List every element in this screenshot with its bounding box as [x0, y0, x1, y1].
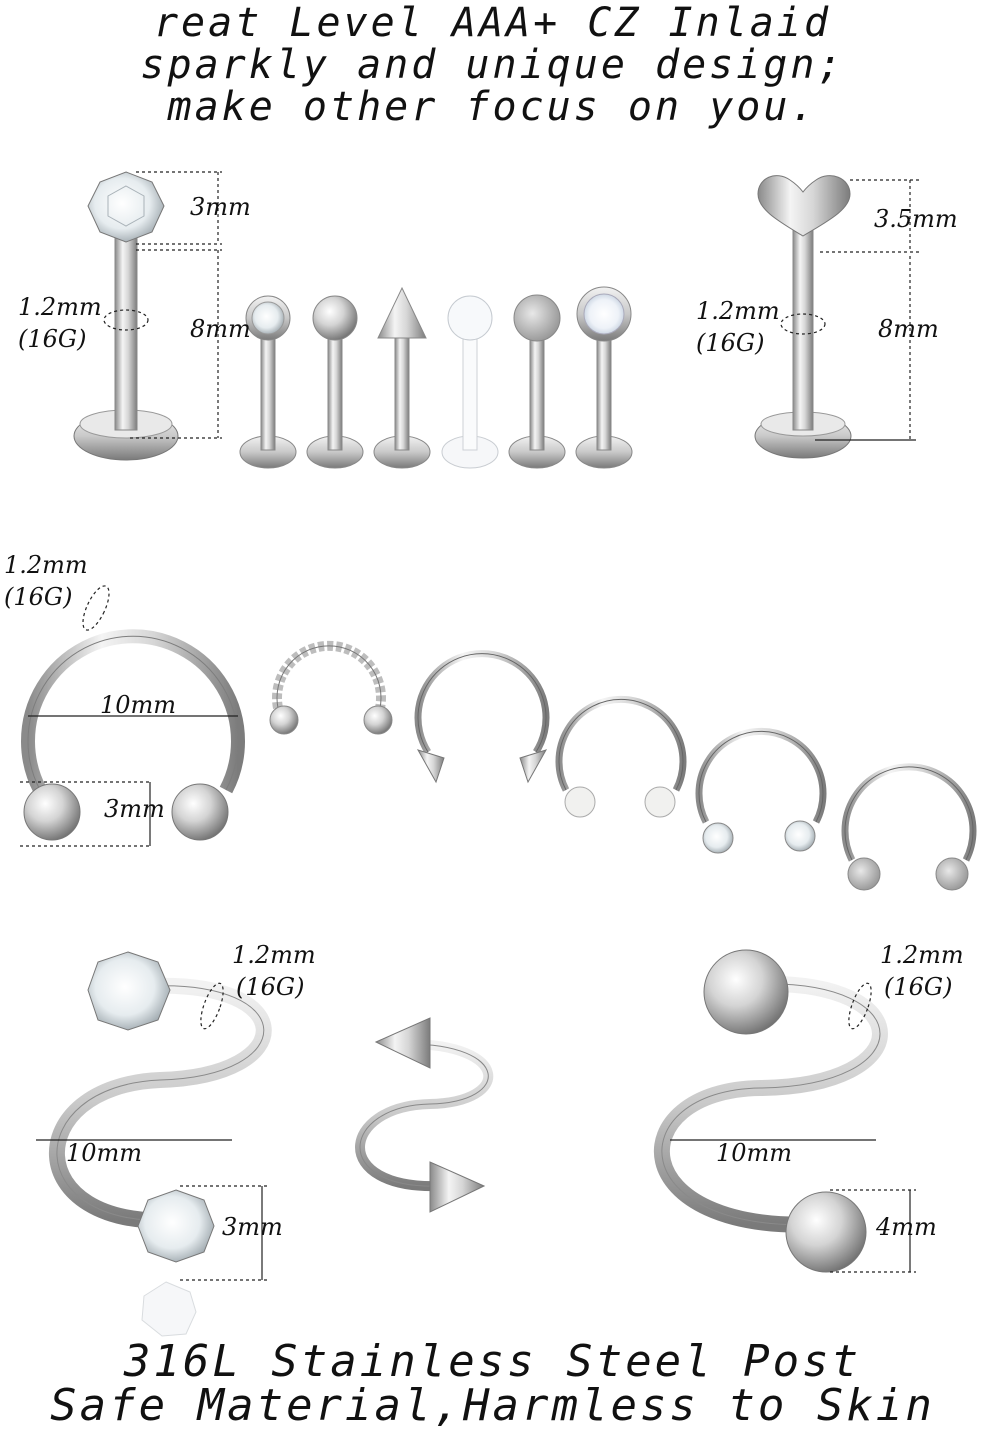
twist-dimension-lines: [36, 982, 916, 1281]
horseshoe-sandblasted: [841, 763, 977, 891]
heart-gauge-mm-label: 1.2mm: [696, 297, 780, 325]
twist-right-ball-size-label: 4mm: [876, 1213, 937, 1241]
gem-labret-small: [239, 295, 297, 469]
horseshoe-spike: [414, 650, 550, 784]
headline-line-1: reat Level AAA+ CZ Inlaid: [153, 0, 832, 46]
gem-gauge-mm-label: 1.2mm: [18, 293, 102, 321]
twist-left-gauge-g-label: (16G): [236, 973, 305, 1001]
gem-head-size-label: 3mm: [190, 193, 251, 221]
horseshoe-gem: [695, 727, 827, 854]
footer-line-2: Safe Material,Harmless to Skin: [50, 1380, 935, 1431]
horseshoe-twisted: [269, 640, 393, 735]
horseshoe-gauge-mm-label: 1.2mm: [4, 551, 88, 579]
twist-left-diameter-label: 10mm: [66, 1139, 143, 1167]
opal-labret: [575, 286, 633, 469]
spike-labret: [373, 286, 431, 469]
twist-left-gem-size-label: 3mm: [222, 1213, 283, 1241]
heart-head-size-label: 3.5mm: [874, 205, 958, 233]
horseshoe-large: [21, 629, 245, 841]
heart-bar-length-label: 8mm: [878, 315, 939, 343]
horseshoe-ball-size-label: 3mm: [104, 795, 165, 823]
headline-line-3: make other focus on you.: [167, 84, 818, 130]
clear-bioflex-labret: [441, 295, 499, 469]
sandblasted-labret: [508, 294, 566, 469]
twist-gem: [48, 951, 272, 1337]
gem-labret-large: [73, 171, 179, 461]
twist-right-diameter-label: 10mm: [716, 1139, 793, 1167]
headline-line-2: sparkly and unique design;: [140, 42, 845, 88]
horseshoe-dimension-lines: [20, 585, 238, 847]
horseshoe-gauge-g-label: (16G): [4, 583, 73, 611]
gem-gauge-g-label: (16G): [18, 325, 87, 353]
footer-line-1: 316L Stainless Steel Post: [123, 1336, 862, 1387]
horseshoe-diameter-label: 10mm: [100, 691, 177, 719]
heart-labret: [754, 175, 852, 459]
labret-dimension-lines: [103, 171, 922, 440]
twist-right-gauge-mm-label: 1.2mm: [880, 941, 964, 969]
twist-left-gauge-mm-label: 1.2mm: [232, 941, 316, 969]
ball-labret: [306, 295, 364, 469]
gem-bar-length-label: 8mm: [190, 315, 251, 343]
twist-ball: [654, 949, 888, 1273]
heart-gauge-g-label: (16G): [696, 329, 765, 357]
twist-right-gauge-g-label: (16G): [884, 973, 953, 1001]
horseshoe-pearl: [555, 695, 687, 818]
twist-spike: [355, 1017, 494, 1213]
